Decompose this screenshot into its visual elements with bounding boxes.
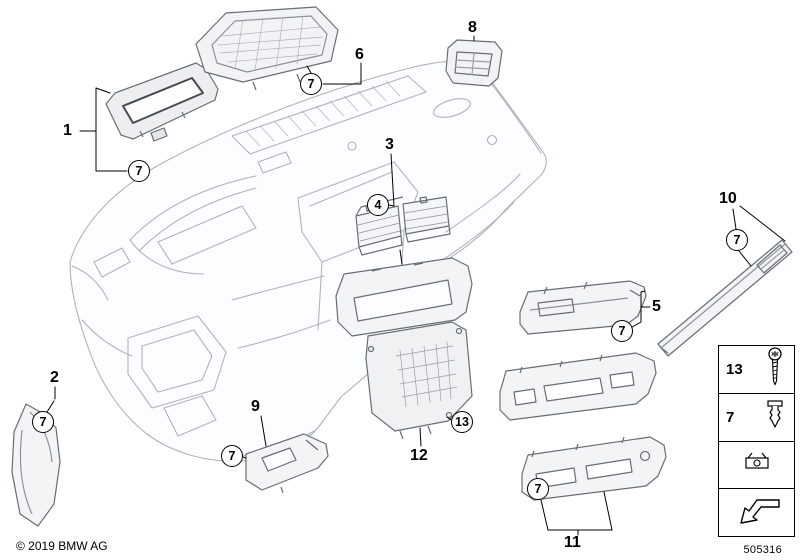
copyright-text: © 2019 BMW AG (16, 539, 108, 553)
legend-row-spring-clip (719, 440, 794, 489)
part-6-speaker-grille-art (195, 6, 339, 91)
part-label-11[interactable]: 11 (564, 534, 581, 551)
legend-label-13: 13 (726, 360, 743, 378)
part-label-10[interactable]: 10 (719, 190, 737, 207)
fastener-callout-7[interactable]: 7 (128, 160, 150, 182)
callout-lines (46, 35, 786, 536)
fastener-callout-4[interactable]: 4 (367, 194, 389, 216)
part-label-2[interactable]: 2 (50, 369, 59, 386)
fastener-callout-7[interactable]: 7 (527, 478, 549, 500)
part-5-trim-strip-art (519, 280, 647, 335)
part-8-vent-grille-art (445, 39, 503, 87)
fastener-legend: 13 7 (718, 345, 795, 537)
fastener-callout-7[interactable]: 7 (32, 411, 54, 433)
part-9-lower-trim-art (245, 433, 329, 494)
part-label-9[interactable]: 9 (251, 398, 260, 415)
fastener-callout-7[interactable]: 7 (221, 445, 243, 467)
fastener-callout-13[interactable]: 13 (451, 411, 473, 433)
legend-row-clip: 7 (719, 392, 794, 441)
part-label-1[interactable]: 1 (63, 122, 72, 139)
fastener-callout-7[interactable]: 7 (300, 73, 322, 95)
part-12-carrier-frame-art (335, 257, 473, 440)
part-label-6[interactable]: 6 (355, 46, 364, 63)
part-label-8[interactable]: 8 (468, 19, 477, 36)
legend-row-direction (719, 488, 794, 536)
part-1-cluster-trim-art (105, 62, 219, 142)
part-10-passenger-trim-art (657, 239, 793, 357)
part-label-3[interactable]: 3 (385, 136, 394, 153)
spring-clip-icon (742, 449, 772, 480)
part-3-center-vents-art (355, 196, 451, 256)
legend-row-screw: 13 (719, 346, 794, 393)
fastener-callout-7[interactable]: 7 (611, 320, 633, 342)
expansion-clip-icon (763, 398, 787, 437)
fastener-callout-7[interactable]: 7 (726, 229, 748, 251)
part-label-12[interactable]: 12 (410, 447, 428, 464)
screw-icon (763, 347, 787, 392)
legend-label-7: 7 (726, 408, 735, 426)
part-label-5[interactable]: 5 (652, 298, 661, 315)
diagram-number: 505316 (743, 544, 782, 556)
part-11-control-trims-art (499, 352, 667, 501)
direction-arrow-icon (731, 493, 783, 532)
